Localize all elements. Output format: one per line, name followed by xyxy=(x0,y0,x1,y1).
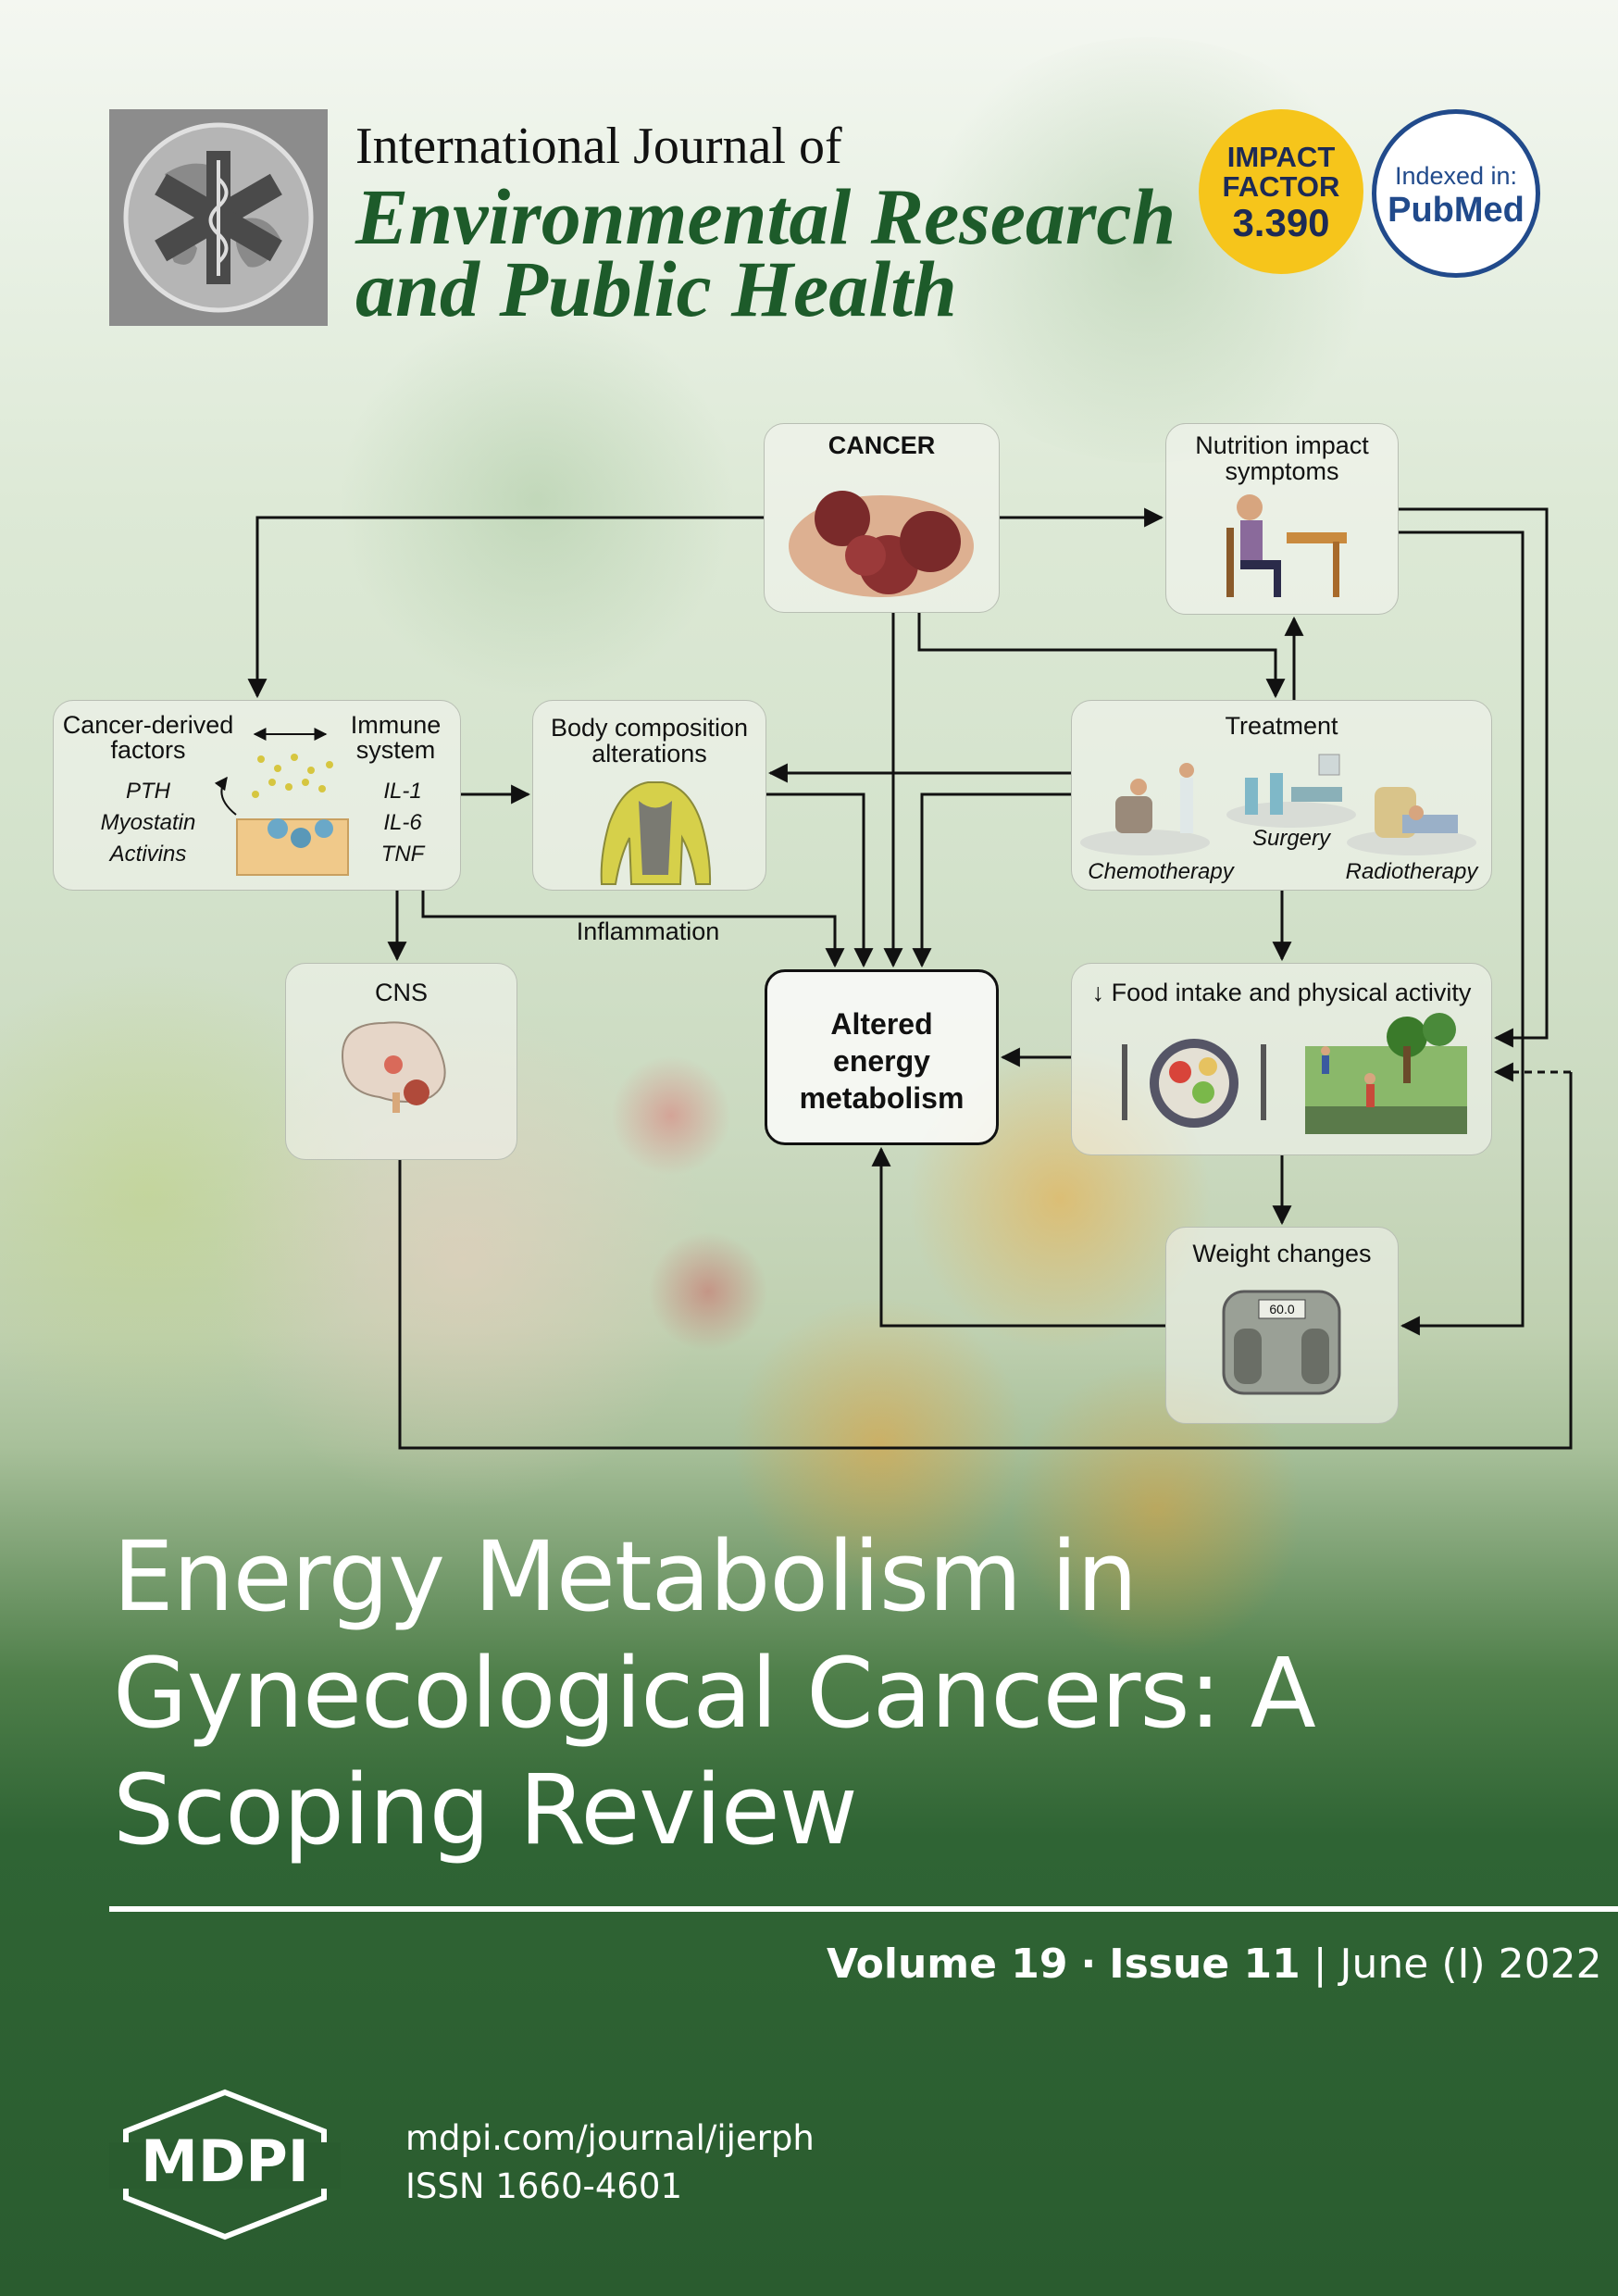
impact-factor-label1: IMPACT xyxy=(1226,141,1336,173)
journal-prefix: International Journal of xyxy=(355,118,842,175)
volume-label: Volume 19 xyxy=(827,1940,1068,1988)
weighing-scale-icon xyxy=(1222,1290,1341,1395)
cancer-derived-label-line2: factors xyxy=(110,736,186,764)
cancer-label: CANCER xyxy=(828,431,936,459)
issue-date: June (I) 2022 xyxy=(1339,1940,1602,1988)
tissue-cells-icon xyxy=(214,776,349,876)
publisher-name: MDPI xyxy=(141,2128,309,2195)
body-composition-label-line1: Body composition xyxy=(550,714,749,742)
surgery-label: Surgery xyxy=(1251,826,1331,851)
scale-display: 60.0 xyxy=(1269,1302,1294,1316)
radiotherapy-label: Radiotherapy xyxy=(1345,859,1478,884)
factor-pth: PTH xyxy=(126,779,170,804)
journal-website[interactable]: mdpi.com/journal/ijerph xyxy=(405,2118,815,2158)
issue-number: Issue 11 xyxy=(1109,1940,1301,1988)
nutrition-label-line2: symptoms xyxy=(1225,457,1339,485)
nutrition-label-line1: Nutrition impact xyxy=(1195,431,1369,459)
inflammation-label: Inflammation xyxy=(576,917,720,945)
impact-factor-label2: FACTOR xyxy=(1222,170,1340,203)
journal-name-line1: Environmental Research xyxy=(355,172,1176,261)
brain-icon xyxy=(341,1021,446,1113)
surgery-icon xyxy=(1226,754,1356,828)
indexed-in-label: Indexed in: xyxy=(1394,162,1518,190)
nutrition-box xyxy=(1165,423,1399,615)
treatment-label: Treatment xyxy=(1225,712,1338,740)
cancer-derived-label-line1: Cancer-derived xyxy=(62,711,234,739)
pubmed-badge: Indexed in: PubMed xyxy=(1372,109,1540,278)
immune-label-line1: Immune xyxy=(350,711,442,739)
mdpi-logo: MDPI xyxy=(109,2089,341,2240)
cytokine-il1: IL-1 xyxy=(383,779,422,804)
food-intake-label: ↓ Food intake and physical activity xyxy=(1091,979,1472,1006)
article-title-line2: Gynecological Cancers: A xyxy=(113,1637,1316,1750)
factor-activins: Activins xyxy=(109,842,187,867)
issn-number: ISSN 1660-4601 xyxy=(405,2166,682,2206)
impact-factor-value: 3.390 xyxy=(1232,201,1330,244)
altered-label-line1: Altered xyxy=(830,1007,933,1041)
issue-divider: | xyxy=(1313,1940,1327,1988)
article-title-line3: Scoping Review xyxy=(113,1753,858,1866)
chemotherapy-label: Chemotherapy xyxy=(1088,859,1234,884)
journal-name-line2: and Public Health xyxy=(355,244,957,333)
person-eating-icon xyxy=(1226,494,1347,597)
cns-label: CNS xyxy=(374,979,428,1006)
weight-changes-label: Weight changes xyxy=(1192,1240,1372,1267)
body-composition-label-line2: alterations xyxy=(591,740,707,767)
pubmed-label: PubMed xyxy=(1388,191,1525,230)
cytokine-tnf: TNF xyxy=(380,842,425,867)
factor-myostatin: Myostatin xyxy=(100,810,196,835)
physical-activity-icon xyxy=(1305,1013,1467,1134)
article-title-line1: Energy Metabolism in xyxy=(113,1520,1138,1633)
body-figure-icon xyxy=(600,781,712,885)
issue-separator: · xyxy=(1080,1940,1097,1988)
altered-label-line3: metabolism xyxy=(799,1081,965,1115)
issue-info: Volume 19 · Issue 11 | June (I) 2022 xyxy=(827,1940,1602,1988)
cytokine-dots-icon xyxy=(252,754,333,798)
chemotherapy-icon xyxy=(1080,763,1210,855)
tumor-icon xyxy=(789,491,974,597)
immune-label-line2: system xyxy=(355,736,436,764)
altered-metabolism-box xyxy=(765,969,999,1145)
cytokine-il6: IL-6 xyxy=(383,810,422,835)
impact-factor-badge: IMPACT FACTOR 3.390 xyxy=(1199,109,1363,274)
food-plate-icon xyxy=(1122,1039,1266,1128)
title-divider xyxy=(109,1906,1618,1912)
altered-label-line2: energy xyxy=(833,1044,930,1078)
radiotherapy-icon xyxy=(1347,787,1476,855)
journal-logo xyxy=(109,109,328,326)
